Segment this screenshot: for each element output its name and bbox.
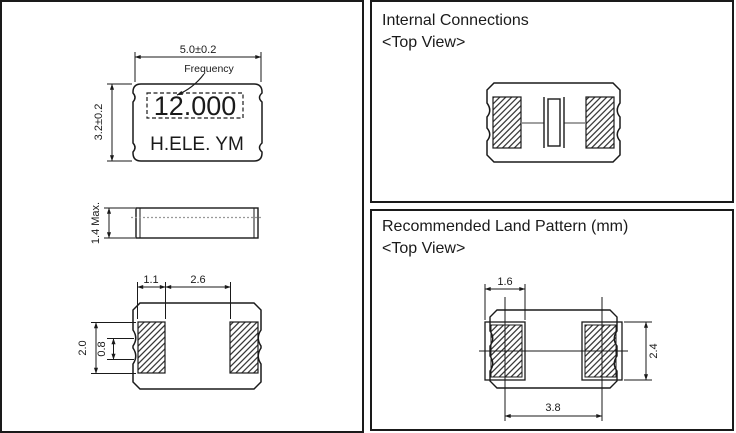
frequency-callout-label: Frequency	[184, 63, 234, 75]
land-pattern-panel	[370, 209, 734, 431]
top-view-width-dimension	[134, 52, 262, 82]
bottom-view-pad-height-dimension	[91, 322, 136, 374]
bottom-view-left-pad	[137, 321, 166, 374]
land-centerlines	[479, 297, 628, 421]
side-view-thickness-dim-label: 1.4 Max.	[90, 202, 102, 244]
crystal-element	[547, 98, 561, 147]
top-view-width-dim-label: 5.0±0.2	[180, 44, 217, 56]
land-pad-height-label: 2.4	[648, 343, 660, 358]
frequency-marking-box	[146, 92, 244, 119]
brand-marking: H.ELE. YM	[150, 134, 244, 155]
bottom-view-pad-height-label: 2.0	[77, 340, 89, 355]
top-view-package-outline	[132, 83, 263, 162]
land-package-outline	[489, 309, 618, 389]
side-view-thickness-dimension	[104, 207, 135, 239]
side-view-body	[135, 207, 259, 239]
top-view-height-dimension	[107, 83, 132, 162]
land-pad-width-dimension	[484, 284, 526, 320]
internal-connections-subtitle: <Top View>	[382, 34, 466, 51]
land-pattern-subtitle: <Top View>	[382, 240, 466, 257]
bottom-view-pad-gap-label: 2.6	[190, 274, 205, 286]
bottom-view-horizontal-dimensions	[137, 282, 231, 319]
internal-connections-title: Internal Connections	[382, 12, 529, 29]
bottom-view-pad-width-label: 1.1	[143, 274, 158, 286]
bottom-view-notch-dimension	[107, 338, 134, 360]
land-pattern-title: Recommended Land Pattern (mm)	[382, 218, 629, 235]
land-pitch-label: 3.8	[545, 402, 560, 414]
bottom-view-right-pad	[229, 321, 259, 374]
ic-package-outline	[486, 82, 621, 163]
land-pad-height-dimension	[624, 321, 652, 381]
top-view-height-dim-label: 3.2±0.2	[93, 104, 105, 141]
ic-left-pad	[492, 96, 522, 149]
ic-right-pad	[585, 96, 615, 149]
land-pattern-titles: Recommended Land Pattern (mm) <Top View>	[382, 216, 628, 260]
side-view-drawing: 1.4 Max.	[90, 202, 263, 244]
crystal-symbol	[521, 97, 586, 148]
bottom-view-drawing: 1.1 2.6 2.0 0.8	[77, 274, 262, 390]
frequency-marking: 12.000	[154, 91, 237, 121]
top-view-drawing: 12.000 H.ELE. YM Frequency 5.0±0.2 3.2±0…	[93, 44, 263, 162]
land-pad-width-label: 1.6	[497, 276, 512, 288]
bottom-view-notch-label: 0.8	[96, 341, 108, 356]
land-pattern-drawing: 1.6 2.4 3.8	[479, 276, 660, 421]
internal-connections-drawing	[486, 82, 621, 163]
internal-connections-titles: Internal Connections <Top View>	[382, 10, 529, 54]
frequency-callout-leader	[176, 73, 205, 96]
